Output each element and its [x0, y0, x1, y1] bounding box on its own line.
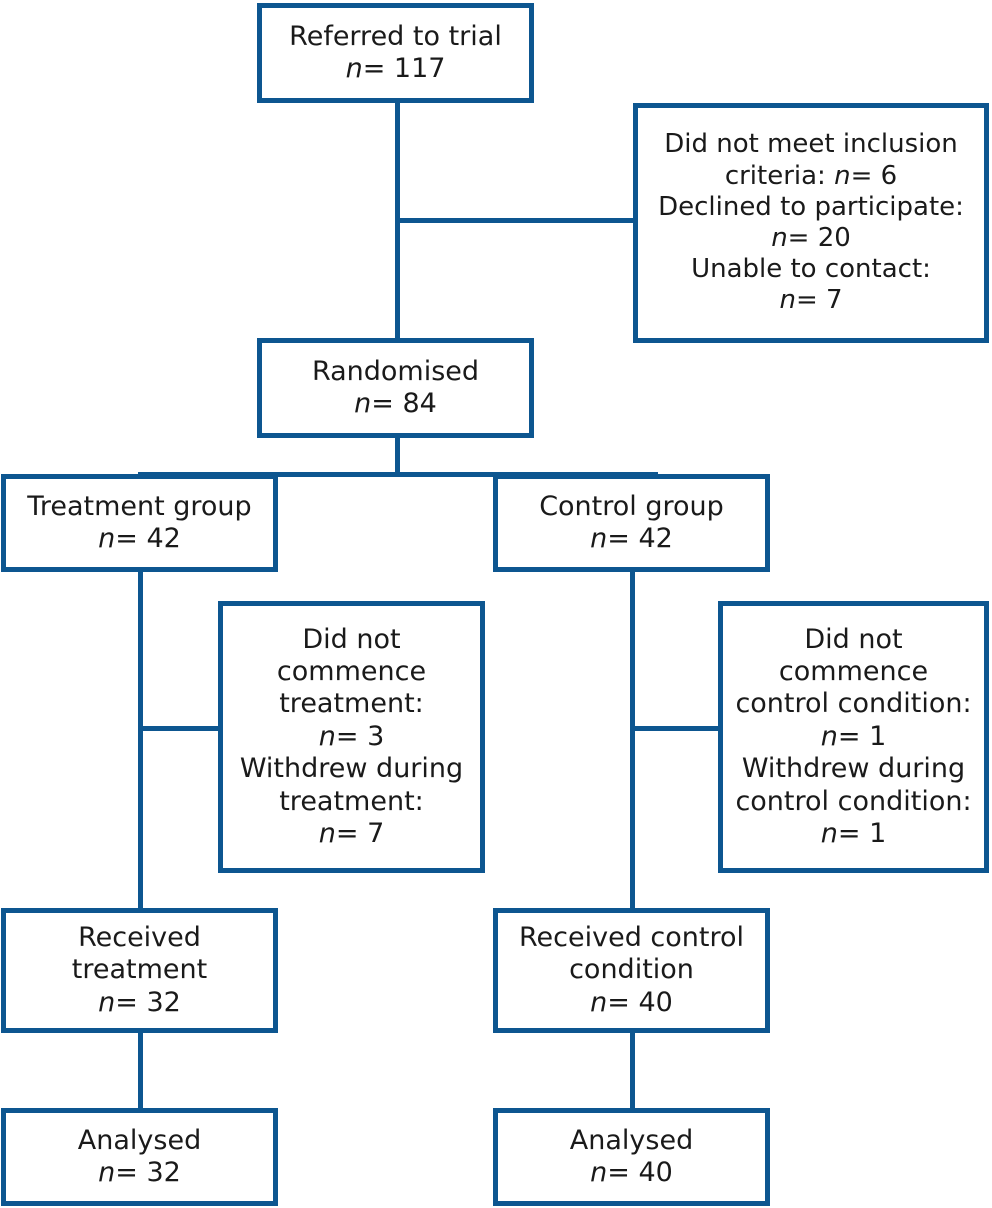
n-value: = 42 — [115, 523, 181, 554]
node-treatment-dropout-line7: n= 7 — [319, 818, 385, 850]
n-value: = 1 — [837, 817, 887, 849]
n-symbol: n — [345, 53, 363, 84]
node-received-treatment-line1: Received — [78, 921, 201, 953]
n-value: = 7 — [335, 817, 385, 849]
node-control-dropout-line4: n= 1 — [821, 721, 887, 753]
node-treatment-group-count: n= 42 — [98, 523, 181, 555]
connector-randomised-stem — [395, 437, 400, 477]
node-control-dropout-line1: Did not — [804, 623, 903, 655]
node-analysed-treatment: Analysed n= 32 — [1, 1108, 278, 1206]
node-excluded-criteria-label: criteria: — [724, 160, 835, 191]
n-value: = 6 — [850, 160, 898, 191]
node-analysed-control-line1: Analysed — [569, 1124, 694, 1156]
node-received-treatment: Received treatment n= 32 — [1, 908, 278, 1033]
node-control-group-count: n= 42 — [590, 523, 673, 555]
node-received-control: Received control condition n= 40 — [493, 908, 770, 1033]
node-treatment-dropout-line1: Did not — [302, 623, 401, 655]
node-referred-count: n= 117 — [346, 53, 446, 85]
node-control-group: Control group n= 42 — [493, 474, 770, 572]
node-referred-line1: Referred to trial — [289, 20, 502, 52]
node-excluded-line3: Declined to participate: — [658, 191, 964, 222]
node-treatment-dropout-line6: treatment: — [279, 785, 424, 817]
node-excluded-line2: criteria: n= 6 — [725, 161, 897, 192]
node-received-control-line2: condition — [569, 954, 694, 986]
n-value: = 20 — [787, 223, 851, 253]
node-control-dropout-line5: Withdrew during — [741, 753, 966, 785]
node-analysed-treatment-count: n= 32 — [98, 1157, 181, 1189]
connector-treatment-to-dropout — [138, 726, 222, 731]
n-value: = 7 — [795, 285, 843, 316]
n-value: = 3 — [335, 720, 385, 752]
node-excluded-line4: n= 20 — [771, 223, 851, 254]
n-value: = 40 — [607, 1157, 673, 1188]
n-symbol: n — [98, 523, 116, 554]
n-symbol: n — [820, 817, 838, 849]
node-randomised-count: n= 84 — [354, 388, 437, 420]
connector-control-to-dropout — [630, 726, 718, 731]
node-received-control-line1: Received control — [518, 921, 745, 953]
connector-received-control-to-analysed — [630, 1030, 635, 1110]
node-treatment-group-line1: Treatment group — [27, 490, 252, 522]
n-symbol: n — [354, 388, 372, 419]
connector-received-treatment-to-analysed — [138, 1030, 143, 1110]
n-value: = 117 — [362, 53, 446, 84]
node-treatment-dropout-line5: Withdrew during — [239, 753, 464, 785]
n-symbol: n — [820, 720, 838, 752]
n-value: = 84 — [371, 388, 437, 419]
n-symbol: n — [590, 986, 608, 1018]
n-symbol: n — [590, 1157, 608, 1188]
node-treatment-dropout-line4: n= 3 — [319, 721, 385, 753]
node-control-dropout-line7: n= 1 — [821, 818, 887, 850]
node-received-control-count: n= 40 — [590, 987, 673, 1019]
node-received-treatment-count: n= 32 — [98, 987, 181, 1019]
n-symbol: n — [98, 986, 116, 1018]
node-randomised-line1: Randomised — [311, 355, 480, 387]
node-control-group-line1: Control group — [539, 490, 724, 522]
node-referred-to-trial: Referred to trial n= 117 — [257, 3, 534, 103]
n-symbol: n — [771, 223, 788, 253]
node-treatment-dropout: Did not commence treatment: n= 3 Withdre… — [218, 601, 485, 873]
n-value: = 1 — [837, 720, 887, 752]
node-excluded-line6: n= 7 — [779, 285, 842, 316]
node-treatment-dropout-line3: treatment: — [279, 688, 424, 720]
node-received-treatment-line2: treatment — [71, 954, 208, 986]
n-value: = 32 — [115, 986, 181, 1018]
node-analysed-control-count: n= 40 — [590, 1157, 673, 1189]
connector-control-spine — [630, 570, 635, 915]
node-treatment-group: Treatment group n= 42 — [1, 474, 278, 572]
node-treatment-dropout-line2: commence — [276, 656, 427, 688]
n-symbol: n — [318, 817, 336, 849]
node-control-dropout: Did not commence control condition: n= 1… — [718, 601, 989, 873]
node-analysed-control: Analysed n= 40 — [493, 1108, 770, 1206]
n-symbol: n — [834, 160, 851, 191]
node-excluded-line5: Unable to contact: — [691, 254, 931, 285]
connector-randomised-split-bar — [138, 472, 658, 477]
n-value: = 40 — [607, 986, 673, 1018]
node-control-dropout-line3: control condition: — [735, 688, 972, 720]
connector-referred-to-excluded — [395, 218, 635, 223]
n-symbol: n — [779, 285, 796, 316]
n-symbol: n — [590, 523, 608, 554]
n-value: = 32 — [115, 1157, 181, 1188]
connector-treatment-spine — [138, 570, 143, 915]
node-excluded: Did not meet inclusion criteria: n= 6 De… — [633, 103, 989, 343]
n-symbol: n — [318, 720, 336, 752]
node-control-dropout-line2: commence — [778, 656, 929, 688]
n-value: = 42 — [607, 523, 673, 554]
n-symbol: n — [98, 1157, 116, 1188]
node-control-dropout-line6: control condition: — [735, 785, 972, 817]
node-randomised: Randomised n= 84 — [257, 338, 534, 438]
node-excluded-line1: Did not meet inclusion — [664, 129, 958, 160]
node-analysed-treatment-line1: Analysed — [77, 1124, 202, 1156]
